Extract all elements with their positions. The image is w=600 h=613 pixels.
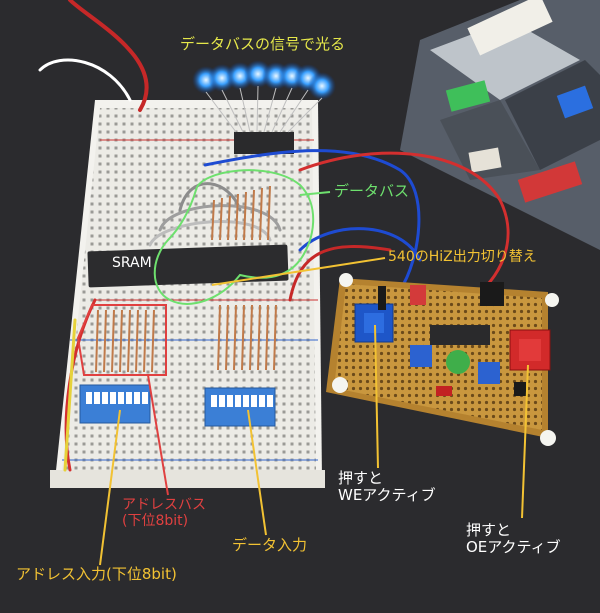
annotation-sram: SRAM	[112, 255, 152, 271]
annotation-oe-active: 押すと OEアクティブ	[466, 521, 561, 557]
annotation-data-bus: データバス	[334, 182, 410, 200]
control-pcb	[326, 273, 559, 446]
address-bus-wires	[95, 309, 155, 373]
annotation-oe-line1: 押すと	[466, 521, 512, 539]
annotation-we-line2: WEアクティブ	[338, 486, 436, 505]
annotation-address-bus-line2: (下位8bit)	[122, 513, 189, 530]
annotation-oe-line2: OEアクティブ	[466, 538, 561, 557]
annotation-hiz-switch: 540のHiZ出力切り替え	[388, 249, 537, 265]
data-leds	[192, 60, 336, 133]
data-dip-switch	[204, 387, 276, 427]
data-bus-resistors	[211, 185, 271, 241]
led-driver-chip	[234, 132, 294, 154]
breadboard	[50, 100, 325, 488]
annotation-marks	[76, 169, 529, 566]
parts-box	[400, 0, 600, 250]
annotation-we-line1: 押すと	[338, 469, 384, 487]
data-input-wires	[217, 304, 277, 371]
pcb-ic	[430, 325, 490, 345]
capacitor	[446, 350, 470, 374]
toggle-switch	[410, 285, 426, 305]
annotation-data-input: データ入力	[232, 536, 308, 554]
annotation-address-bus: アドレスバス (下位8bit)	[122, 497, 206, 529]
address-dip-switch	[79, 384, 151, 424]
annotation-we-active: 押すと WEアクティブ	[338, 469, 436, 505]
annotation-address-bus-line1: アドレスバス	[122, 497, 206, 513]
annotation-data-leds: データバスの信号で光る	[180, 35, 346, 53]
annotation-address-input: アドレス入力(下位8bit)	[16, 565, 177, 583]
